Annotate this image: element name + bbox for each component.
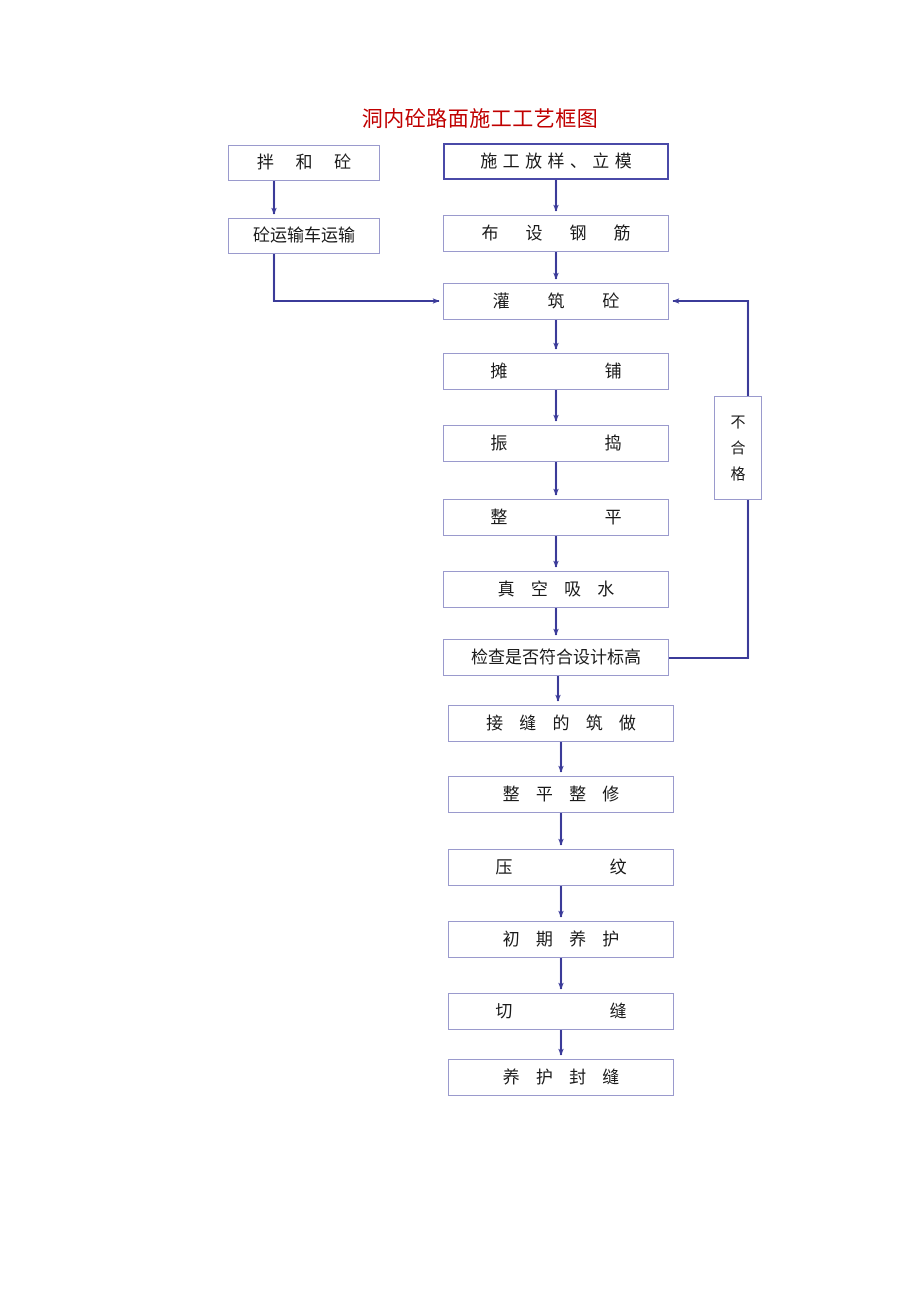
node-label: 振 捣 <box>490 433 622 454</box>
node-label: 真 空 吸 水 <box>497 579 615 600</box>
node-pour[interactable]: 灌 筑 砼 <box>443 283 669 320</box>
node-vacuum[interactable]: 真 空 吸 水 <box>443 571 669 608</box>
edge-transport-pour <box>272 254 440 304</box>
node-finish[interactable]: 整 平 整 修 <box>448 776 674 813</box>
page-title: 洞内砼路面施工工艺框图 <box>361 107 599 131</box>
node-label: 初 期 养 护 <box>502 929 620 950</box>
node-label: 不 合 格 <box>730 413 746 483</box>
node-check[interactable]: 检查是否符合设计标高 <box>443 639 669 676</box>
node-label: 压 纹 <box>495 857 627 878</box>
node-mix[interactable]: 拌 和 砼 <box>228 145 380 181</box>
node-label: 养 护 封 缝 <box>502 1067 620 1088</box>
node-label: 检查是否符合设计标高 <box>471 647 641 668</box>
node-label: 灌 筑 砼 <box>492 291 620 312</box>
node-label: 切 缝 <box>495 1001 627 1022</box>
node-setout[interactable]: 施 工 放 样 、 立 模 <box>443 143 669 180</box>
node-transport[interactable]: 砼运输车运输 <box>228 218 380 254</box>
node-label: 拌 和 砼 <box>256 153 352 173</box>
node-vibrate[interactable]: 振 捣 <box>443 425 669 462</box>
node-level[interactable]: 整 平 <box>443 499 669 536</box>
node-early-cure[interactable]: 初 期 养 护 <box>448 921 674 958</box>
node-cut[interactable]: 切 缝 <box>448 993 674 1030</box>
node-spread[interactable]: 摊 铺 <box>443 353 669 390</box>
node-label: 布 设 钢 筋 <box>481 223 631 244</box>
node-label: 砼运输车运输 <box>253 226 355 246</box>
node-rebar[interactable]: 布 设 钢 筋 <box>443 215 669 252</box>
node-label: 接 缝 的 筑 做 <box>486 713 636 734</box>
node-label: 整 平 <box>490 507 622 528</box>
node-label: 施 工 放 样 、 立 模 <box>480 151 632 172</box>
node-label: 摊 铺 <box>490 361 622 382</box>
node-reject-label[interactable]: 不 合 格 <box>714 396 762 500</box>
node-joints[interactable]: 接 缝 的 筑 做 <box>448 705 674 742</box>
node-seal-cure[interactable]: 养 护 封 缝 <box>448 1059 674 1096</box>
node-label: 整 平 整 修 <box>502 784 620 805</box>
node-texture[interactable]: 压 纹 <box>448 849 674 886</box>
